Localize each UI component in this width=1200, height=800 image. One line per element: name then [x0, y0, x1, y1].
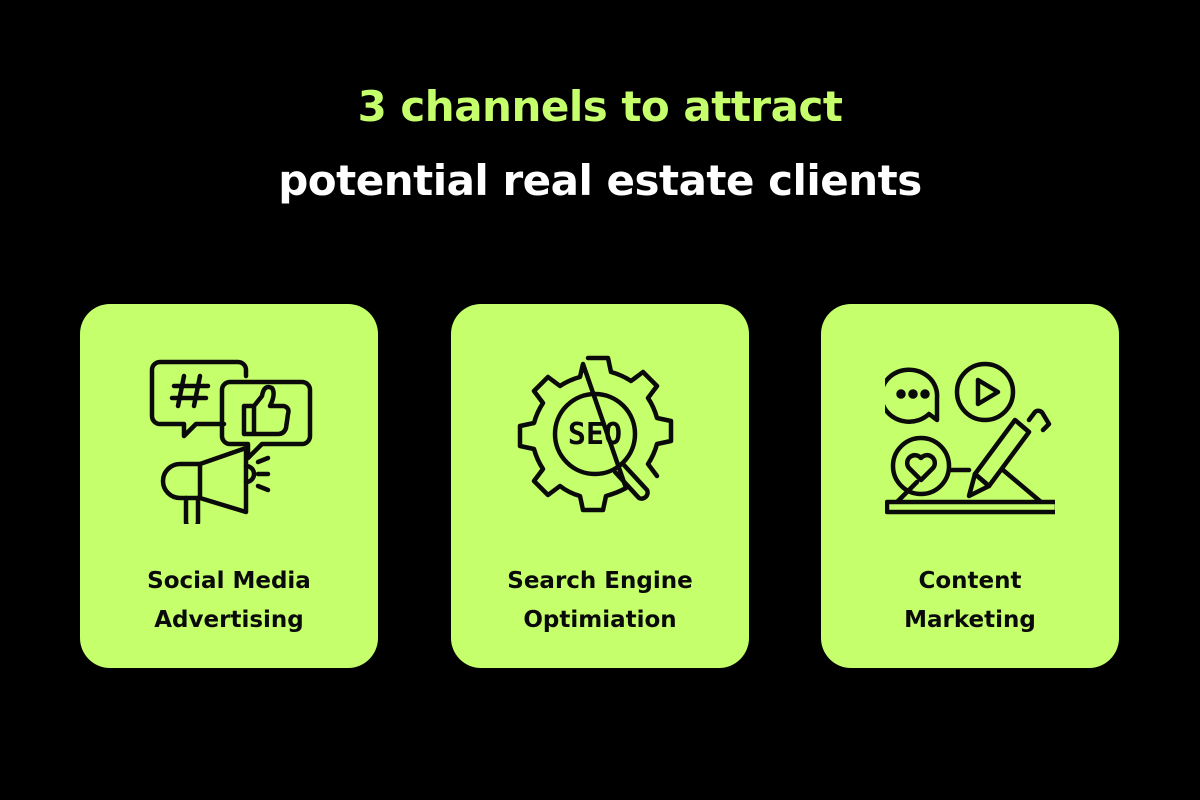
card-label: Content Marketing: [821, 562, 1119, 640]
social-media-megaphone-icon: [149, 359, 313, 524]
card-social-media-advertising: Social Media Advertising: [80, 304, 378, 668]
card-label: Social Media Advertising: [80, 562, 378, 640]
card-label-line-2: Optimiation: [523, 607, 677, 633]
card-label-line-1: Social Media: [147, 568, 311, 594]
card-label-line-1: Content: [918, 568, 1022, 594]
card-search-engine-optimization: SEO Search Engine Optimiation: [451, 304, 749, 668]
card-content-marketing: Content Marketing: [821, 304, 1119, 668]
svg-text:SEO: SEO: [568, 417, 622, 452]
seo-gear-magnifier-icon: SEO: [517, 355, 674, 513]
card-label: Search Engine Optimiation: [451, 562, 749, 640]
title-line-2: potential real estate clients: [278, 156, 922, 205]
card-label-line-1: Search Engine: [507, 568, 693, 594]
title-line-1: 3 channels to attract: [357, 82, 843, 131]
card-label-line-2: Marketing: [904, 607, 1036, 633]
content-marketing-pencil-icon: [885, 361, 1055, 515]
card-label-line-2: Advertising: [154, 607, 304, 633]
